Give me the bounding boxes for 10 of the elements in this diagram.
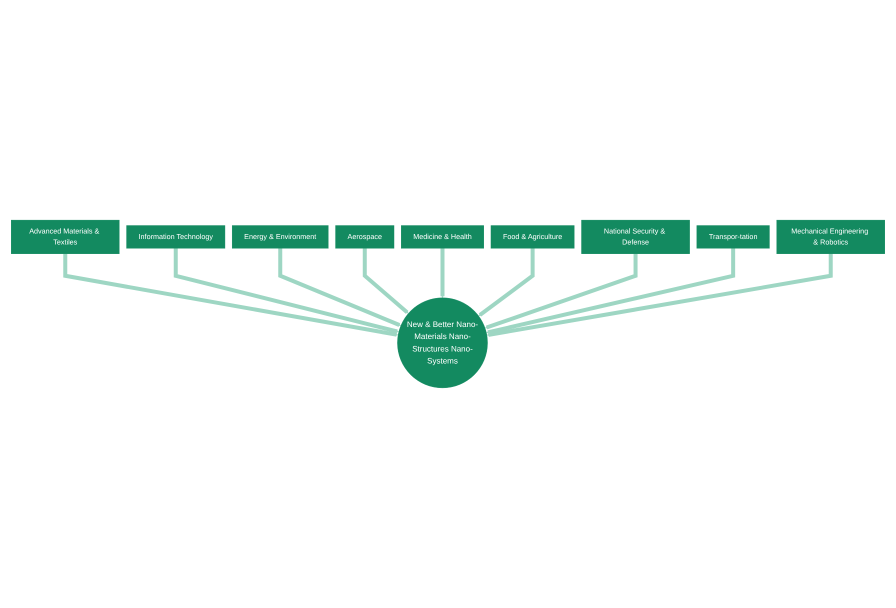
node-circle: New & Better Nano-Materials Nano-Structures Nano-Systems xyxy=(397,298,488,388)
arrow xyxy=(278,248,402,327)
arrow xyxy=(486,248,736,334)
arrow xyxy=(484,254,638,330)
arrow xyxy=(63,254,398,337)
arrow xyxy=(478,248,535,317)
arrow xyxy=(174,248,399,334)
arrow xyxy=(486,254,833,337)
arrow xyxy=(362,248,409,314)
arrow xyxy=(440,248,444,298)
